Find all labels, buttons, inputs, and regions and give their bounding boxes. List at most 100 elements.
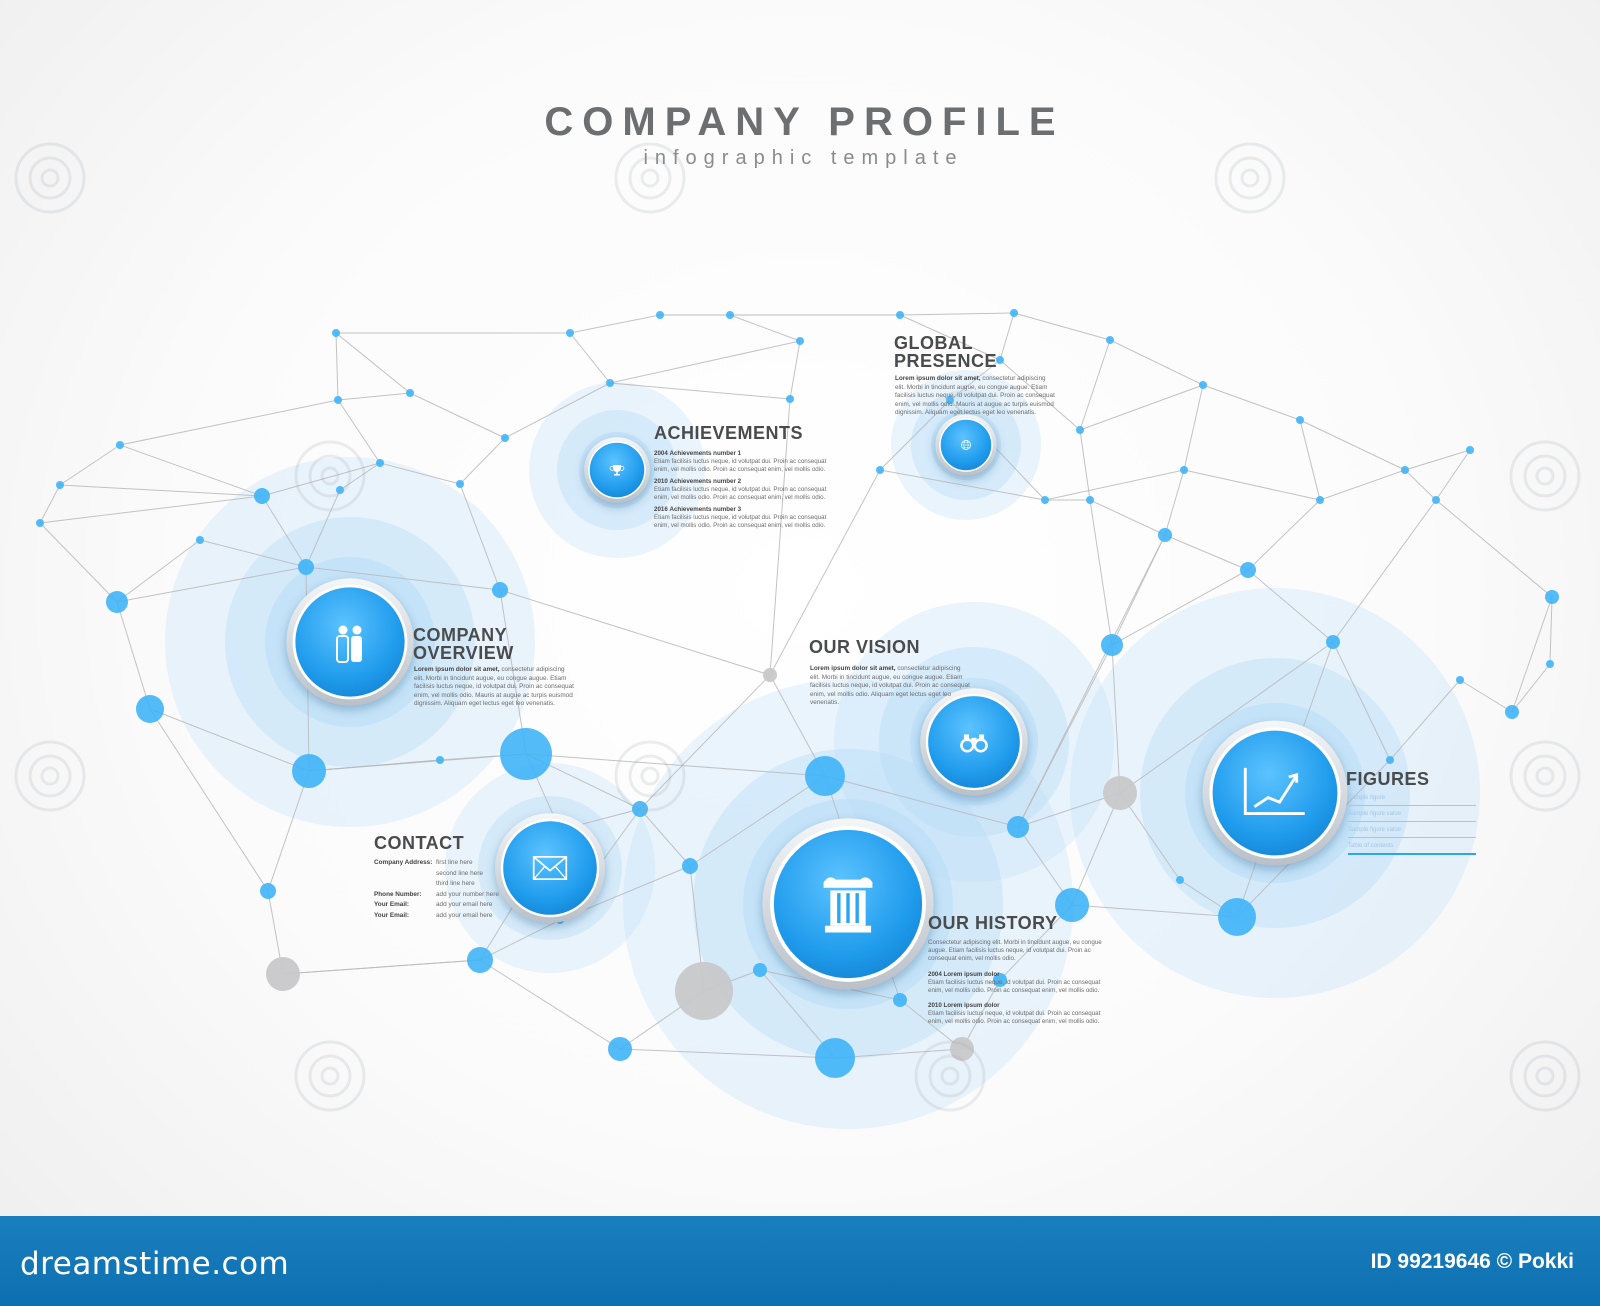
- network-edge: [1017, 792, 1121, 828]
- history-year: 2004: [928, 971, 942, 978]
- network-edge: [261, 495, 307, 568]
- network-edge: [769, 398, 791, 676]
- watermark-swirl-icon: [1523, 754, 1567, 798]
- network-edge: [824, 775, 1019, 828]
- figure-row: Sample figure: [1348, 795, 1386, 801]
- history-title: Lorem ipsum dolor: [943, 971, 1000, 978]
- subtitle: infographic template: [643, 147, 964, 169]
- network-edge: [729, 314, 801, 342]
- watermark-swirl-icon: [294, 1040, 366, 1112]
- watermark-swirl-icon: [628, 156, 672, 200]
- people-shape: [336, 635, 349, 663]
- network-edge: [525, 753, 826, 777]
- contact-row: third line here: [374, 880, 475, 887]
- network-edge: [1389, 679, 1461, 761]
- history-text: Etiam facilisis luctus neque, id volutpa…: [928, 979, 1101, 995]
- contact-value: first line here: [436, 859, 473, 866]
- network-edge: [149, 708, 310, 772]
- contact-value: second line here: [436, 869, 483, 877]
- network-edge: [499, 589, 527, 755]
- envelope-shape: [533, 856, 567, 872]
- main-title: COMPANY PROFILE: [544, 100, 1065, 144]
- blue-node: [56, 481, 64, 489]
- network-diagram: [14, 142, 1581, 1129]
- global-presence-heading-line1: GLOBAL: [894, 333, 973, 353]
- blue-node: [1401, 466, 1409, 474]
- network-edge: [619, 1048, 836, 1059]
- network-edge: [1119, 641, 1334, 794]
- network-edge: [459, 437, 506, 485]
- binoculars-shape: [963, 734, 969, 742]
- network-edge: [961, 979, 1001, 1050]
- network-edge: [1319, 469, 1406, 501]
- contact-label: Company Address:: [374, 859, 433, 866]
- globe-icon: [961, 440, 971, 450]
- watermark-swirl-icon: [614, 142, 686, 214]
- blue-node: [656, 311, 664, 319]
- contact-label: Your Email:: [374, 901, 410, 908]
- network-edge: [1079, 384, 1204, 431]
- watermark-swirl-icon: [40, 766, 60, 786]
- network-edge: [282, 959, 481, 975]
- watermark-swirl-icon: [1523, 1054, 1567, 1098]
- trophy-shape: [609, 466, 625, 471]
- binoculars-shape: [971, 737, 977, 743]
- contact-value: add your number here: [436, 890, 499, 898]
- our-vision-body: consectetur adipiscing elit. Morbi in ti…: [810, 665, 970, 707]
- gray-node: [950, 1037, 974, 1061]
- blue-node: [136, 695, 164, 723]
- achievements-node: [584, 437, 650, 503]
- trophy-icon: [609, 465, 625, 476]
- achievement-year: 2016: [654, 506, 668, 513]
- chart-shape: [1253, 776, 1297, 808]
- figure-underline: [1348, 821, 1476, 822]
- blue-node: [334, 396, 342, 404]
- network-edge: [1247, 569, 1334, 643]
- network-edge: [1111, 644, 1121, 794]
- blue-node: [753, 963, 767, 977]
- watermark-swirl-icon: [914, 1040, 986, 1112]
- blue-node: [254, 488, 270, 504]
- network-edge: [1202, 384, 1301, 421]
- network-edge: [1299, 419, 1406, 471]
- network-edge: [1332, 641, 1391, 761]
- blue-node: [1456, 676, 1464, 684]
- blue-node: [1505, 705, 1519, 719]
- achievements-heading: ACHIEVEMENTS: [654, 423, 804, 443]
- network-edge: [899, 312, 1015, 316]
- column-shape: [824, 925, 872, 933]
- footer-brand: dreamstime.com: [20, 1246, 290, 1282]
- contact-value: third line here: [436, 880, 475, 887]
- network-edge: [1511, 663, 1551, 713]
- blue-node: [501, 434, 509, 442]
- network-edge: [149, 708, 269, 892]
- blue-node: [566, 329, 574, 337]
- blue-node: [436, 756, 444, 764]
- blue-node: [1386, 756, 1394, 764]
- envelope-shape: [533, 865, 567, 880]
- network-edge: [39, 522, 118, 603]
- watermark-swirl-icon: [1509, 440, 1581, 512]
- watermark-swirl-icon: [320, 466, 340, 486]
- network-edge: [116, 539, 201, 603]
- contact-row: Your Email:add your email here: [374, 901, 492, 908]
- network-edge: [1119, 792, 1181, 881]
- network-edge: [337, 399, 381, 464]
- network-edge: [1089, 499, 1113, 646]
- blue-node: [1545, 590, 1559, 604]
- watermark-swirl-icon: [1228, 156, 1272, 200]
- blue-node: [1007, 816, 1029, 838]
- network-edge: [335, 332, 339, 401]
- network-edge: [267, 770, 310, 892]
- global-presence-text: Lorem ipsum dolor sit amet, consectetur …: [895, 375, 1055, 418]
- network-edge: [1079, 429, 1091, 501]
- blue-node: [606, 379, 614, 387]
- blue-node: [1076, 426, 1084, 434]
- watermark-swirl-icon: [28, 754, 72, 798]
- column-shape: [837, 893, 841, 923]
- company-overview-body: consectetur adipiscing elit. Morbi in ti…: [414, 666, 574, 708]
- global-presence-heading-line2: PRESENCE: [894, 351, 998, 371]
- gray-node: [675, 962, 733, 1020]
